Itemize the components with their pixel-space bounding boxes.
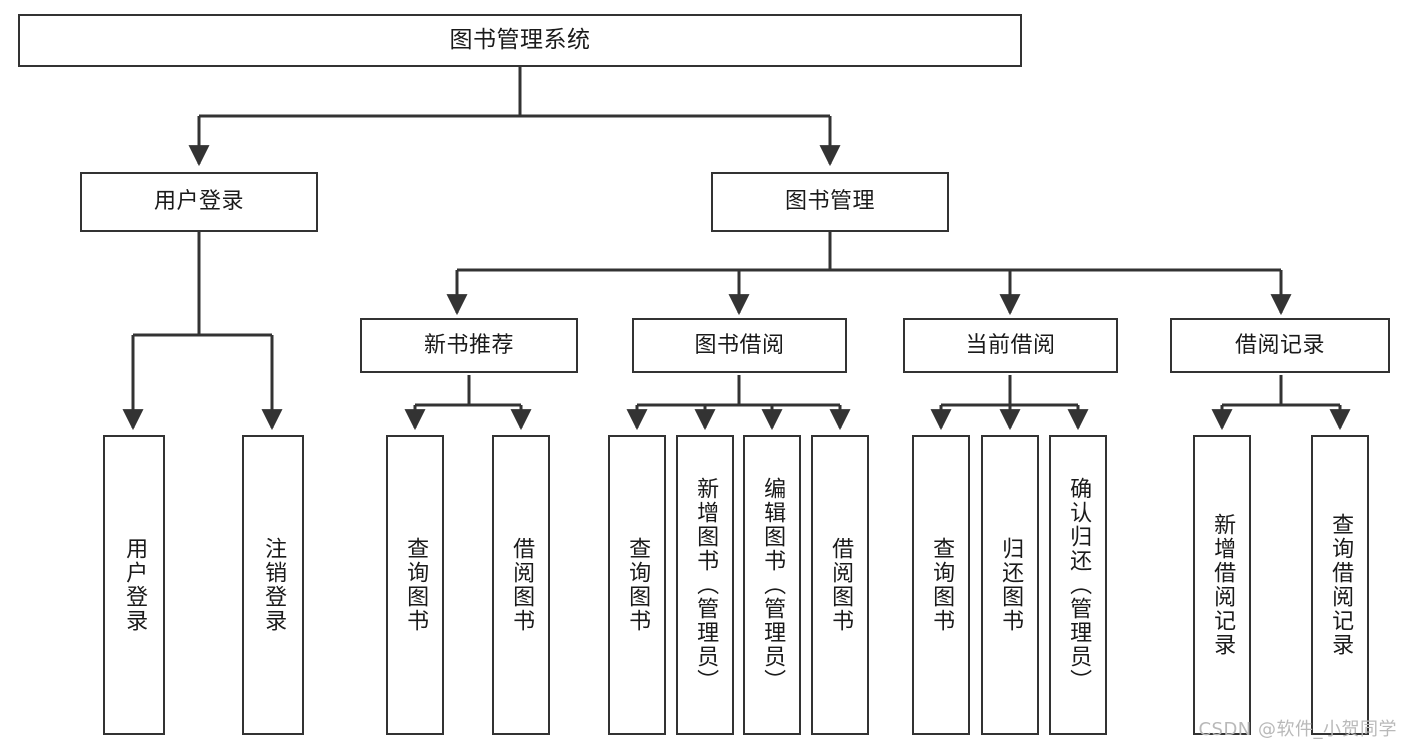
leaf-query-book-borrow[interactable]: 查询图书 [608, 435, 666, 735]
node-new-book-recommend[interactable]: 新书推荐 [360, 318, 578, 373]
node-label: 当前借阅 [965, 332, 1056, 358]
leaf-confirm-return[interactable]: 确认归还（管理员） [1049, 435, 1107, 735]
node-label: 借阅图书 [509, 537, 535, 633]
node-label: 注销登录 [261, 537, 287, 633]
node-label: 查询图书 [625, 537, 651, 633]
node-label: 查询借阅记录 [1328, 513, 1354, 657]
leaf-add-book[interactable]: 新增图书（管理员） [676, 435, 734, 735]
leaf-borrow-book[interactable]: 借阅图书 [811, 435, 869, 735]
leaf-query-book-current[interactable]: 查询图书 [912, 435, 970, 735]
node-label: 编辑图书（管理员） [760, 477, 786, 693]
csdn-watermark: CSDN @软件_小贺同学 [1198, 719, 1397, 740]
leaf-add-borrow-record[interactable]: 新增借阅记录 [1193, 435, 1251, 735]
node-label: 确认归还（管理员） [1066, 477, 1092, 693]
node-root-book-management-system[interactable]: 图书管理系统 [18, 14, 1022, 67]
node-label: 借阅图书 [828, 537, 854, 633]
node-label: 查询图书 [929, 537, 955, 633]
leaf-edit-book[interactable]: 编辑图书（管理员） [743, 435, 801, 735]
node-label: 新书推荐 [423, 332, 514, 358]
node-book-management[interactable]: 图书管理 [711, 172, 949, 232]
node-label: 新增借阅记录 [1210, 513, 1236, 657]
node-label: 图书管理 [784, 189, 875, 215]
node-label: 图书借阅 [694, 332, 785, 358]
node-label: 用户登录 [122, 537, 148, 633]
node-label: 查询图书 [403, 537, 429, 633]
leaf-query-borrow-record[interactable]: 查询借阅记录 [1311, 435, 1369, 735]
node-label: 用户登录 [153, 189, 244, 215]
leaf-query-book-recommend[interactable]: 查询图书 [386, 435, 444, 735]
node-user-login[interactable]: 用户登录 [80, 172, 318, 232]
leaf-borrow-book-recommend[interactable]: 借阅图书 [492, 435, 550, 735]
node-book-borrow[interactable]: 图书借阅 [632, 318, 847, 373]
leaf-user-login[interactable]: 用户登录 [103, 435, 165, 735]
node-borrow-record[interactable]: 借阅记录 [1170, 318, 1390, 373]
node-label: 图书管理系统 [449, 26, 591, 53]
node-label: 归还图书 [998, 537, 1024, 633]
leaf-logout-login[interactable]: 注销登录 [242, 435, 304, 735]
node-current-borrow[interactable]: 当前借阅 [903, 318, 1118, 373]
node-label: 借阅记录 [1234, 332, 1325, 358]
leaf-return-book[interactable]: 归还图书 [981, 435, 1039, 735]
node-label: 新增图书（管理员） [693, 477, 719, 693]
